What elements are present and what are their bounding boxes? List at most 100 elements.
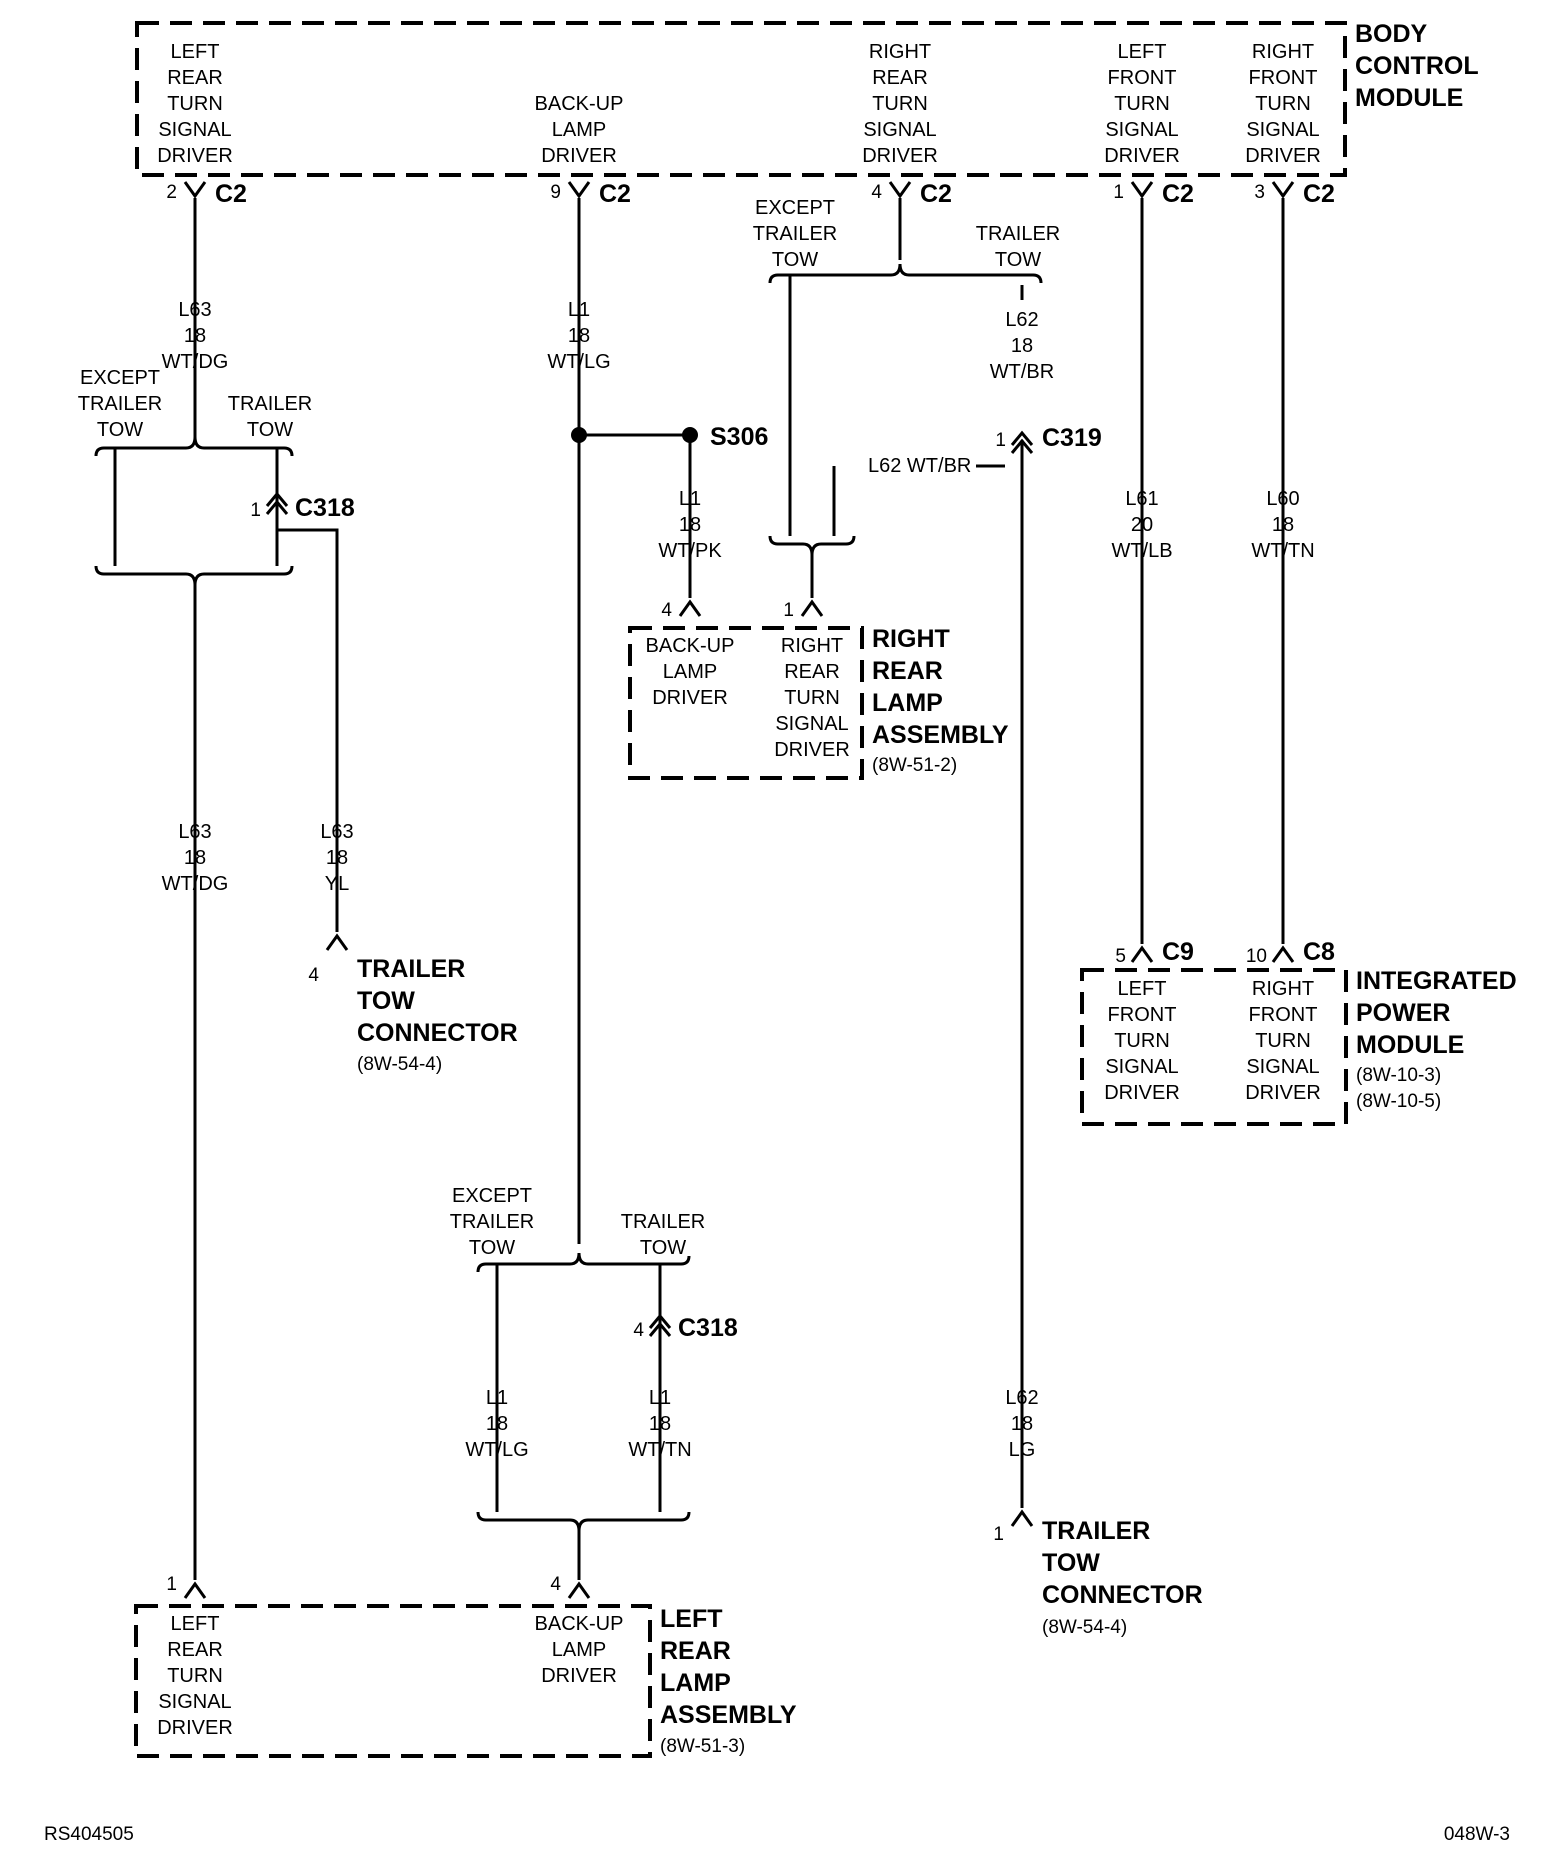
svg-text:LEFT: LEFT [171, 1613, 220, 1635]
svg-text:EXCEPT: EXCEPT [755, 197, 835, 219]
c8-pin: 10 [1246, 946, 1267, 967]
svg-text:MODULE: MODULE [1356, 1031, 1464, 1059]
svg-text:ASSEMBLY: ASSEMBLY [660, 1701, 797, 1729]
svg-text:REAR: REAR [167, 67, 223, 89]
svg-text:L62: L62 [1005, 1387, 1038, 1409]
svg-text:TURN: TURN [872, 93, 928, 115]
rr-lamp-title: RIGHT REAR LAMP ASSEMBLY [872, 625, 1009, 749]
bcm-title: BODY CONTROL MODULE [1355, 20, 1479, 112]
bcm-right-rear-turn-label: RIGHT REAR TURN SIGNAL DRIVER [862, 41, 938, 167]
svg-text:TOW: TOW [97, 419, 143, 441]
rr-lamp-pin-backup: 4 [661, 600, 672, 621]
trailer-tow-right-ref: (8W-54-4) [1042, 1617, 1127, 1638]
svg-text:TOW: TOW [1042, 1549, 1100, 1577]
svg-text:TRAILER: TRAILER [228, 393, 312, 415]
svg-text:FRONT: FRONT [1108, 1004, 1177, 1026]
svg-text:FRONT: FRONT [1249, 67, 1318, 89]
c318-lower-label: C318 [678, 1314, 738, 1342]
ipm-title: INTEGRATED POWER MODULE [1356, 967, 1517, 1059]
svg-text:(8W-10-3): (8W-10-3) [1356, 1065, 1441, 1086]
svg-text:WT/TN: WT/TN [628, 1439, 691, 1461]
svg-text:TRAILER: TRAILER [450, 1211, 534, 1233]
svg-text:DRIVER: DRIVER [541, 145, 617, 167]
svg-text:L1: L1 [568, 299, 590, 321]
svg-text:SIGNAL: SIGNAL [1105, 1056, 1178, 1078]
wire-label-l1-lower-except: L1 18 WT/LG [465, 1387, 528, 1461]
svg-text:CONNECTOR: CONNECTOR [1042, 1581, 1203, 1609]
svg-text:TURN: TURN [167, 93, 223, 115]
wire-label-l63-top: L63 18 WT/DG [162, 299, 229, 373]
svg-text:L62: L62 [1005, 309, 1038, 331]
footer-right-code: 048W-3 [1444, 1824, 1510, 1845]
svg-text:LAMP: LAMP [552, 119, 606, 141]
svg-text:SIGNAL: SIGNAL [1105, 119, 1178, 141]
svg-text:LEFT: LEFT [1118, 41, 1167, 63]
svg-text:MODULE: MODULE [1355, 84, 1463, 112]
svg-text:DRIVER: DRIVER [774, 739, 850, 761]
bcm-backup-label: BACK-UP LAMP DRIVER [535, 93, 624, 167]
svg-text:2: 2 [166, 182, 177, 203]
svg-text:18: 18 [1011, 1413, 1033, 1435]
svg-text:TRAILER: TRAILER [976, 223, 1060, 245]
svg-text:WT/DG: WT/DG [162, 873, 229, 895]
svg-text:3: 3 [1254, 182, 1265, 203]
svg-text:(8W-10-5): (8W-10-5) [1356, 1091, 1441, 1112]
svg-text:DRIVER: DRIVER [541, 1665, 617, 1687]
svg-text:TURN: TURN [1255, 1030, 1311, 1052]
svg-text:SIGNAL: SIGNAL [775, 713, 848, 735]
lr-lamp-pin-backup: 4 [550, 1574, 561, 1595]
svg-text:1: 1 [1113, 182, 1124, 203]
svg-text:9: 9 [550, 182, 561, 203]
svg-text:REAR: REAR [872, 657, 943, 685]
splice-dot-right [682, 427, 698, 443]
svg-text:SIGNAL: SIGNAL [1246, 1056, 1319, 1078]
svg-text:TRAILER: TRAILER [621, 1211, 705, 1233]
c9-pin: 5 [1115, 946, 1126, 967]
wires [94, 198, 1285, 1580]
svg-text:18: 18 [1272, 514, 1294, 536]
svg-text:WT/LB: WT/LB [1111, 540, 1172, 562]
svg-text:L1: L1 [649, 1387, 671, 1409]
svg-text:BODY: BODY [1355, 20, 1428, 48]
svg-text:WT/LG: WT/LG [465, 1439, 528, 1461]
svg-text:YL: YL [325, 873, 349, 895]
svg-text:TRAILER: TRAILER [357, 955, 465, 983]
wire-label-l61: L61 20 WT/LB [1111, 488, 1172, 562]
svg-text:LEFT: LEFT [660, 1605, 723, 1633]
svg-text:SIGNAL: SIGNAL [158, 119, 231, 141]
svg-text:TURN: TURN [1114, 1030, 1170, 1052]
svg-text:L63: L63 [178, 821, 211, 843]
svg-text:TURN: TURN [784, 687, 840, 709]
c318-lower-pin: 4 [633, 1320, 644, 1341]
bcm-left-rear-turn-label: LEFT REAR TURN SIGNAL DRIVER [157, 41, 233, 167]
lr-lamp-pin-turn: 1 [166, 1574, 177, 1595]
svg-text:L1: L1 [679, 488, 701, 510]
wire-label-l1-lower-trailer: L1 18 WT/TN [628, 1387, 691, 1461]
svg-text:20: 20 [1131, 514, 1153, 536]
c9-label: C9 [1162, 938, 1194, 966]
trailer-tow-right-pin: 1 [993, 1524, 1004, 1545]
svg-text:LG: LG [1009, 1439, 1036, 1461]
rr-lamp-turn-label: RIGHT REAR TURN SIGNAL DRIVER [774, 635, 850, 761]
svg-text:L60: L60 [1266, 488, 1299, 510]
lr-lamp-title: LEFT REAR LAMP ASSEMBLY [660, 1605, 797, 1729]
svg-text:TOW: TOW [247, 419, 293, 441]
svg-text:INTEGRATED: INTEGRATED [1356, 967, 1517, 995]
svg-text:LAMP: LAMP [660, 1669, 731, 1697]
svg-text:TOW: TOW [357, 987, 415, 1015]
svg-text:REAR: REAR [872, 67, 928, 89]
bcm-pin-labels: 2 C2 9 C2 4 C2 1 C2 3 C2 [166, 180, 1335, 208]
svg-text:BACK-UP: BACK-UP [535, 93, 624, 115]
option-label-trailer-right-rear: TRAILER TOW [976, 223, 1060, 271]
svg-text:DRIVER: DRIVER [1245, 1082, 1321, 1104]
svg-text:TOW: TOW [640, 1237, 686, 1259]
svg-text:L63: L63 [320, 821, 353, 843]
svg-text:WT/TN: WT/TN [1251, 540, 1314, 562]
svg-text:SIGNAL: SIGNAL [158, 1691, 231, 1713]
c319-label: C319 [1042, 424, 1102, 452]
wire-label-l62-inline: L62 WT/BR [868, 455, 971, 477]
wire-label-l1-top: L1 18 WT/LG [547, 299, 610, 373]
svg-text:REAR: REAR [167, 1639, 223, 1661]
svg-text:TURN: TURN [1255, 93, 1311, 115]
svg-text:18: 18 [184, 847, 206, 869]
